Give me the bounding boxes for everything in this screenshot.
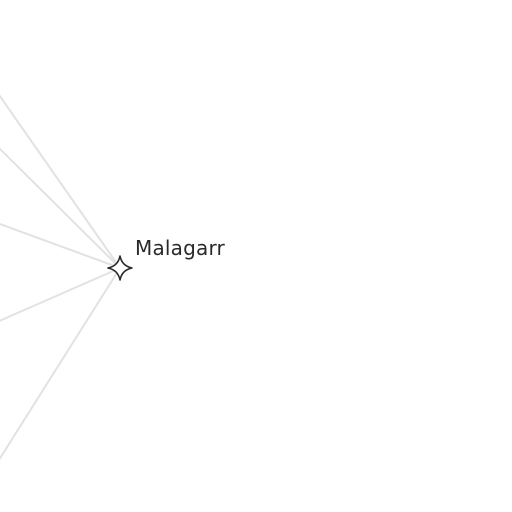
four-point-star-icon[interactable]	[107, 255, 133, 281]
edge	[0, 223, 121, 269]
edge	[0, 267, 121, 322]
edge	[0, 147, 121, 269]
edge	[0, 94, 121, 269]
edge	[0, 267, 121, 461]
node-label: Malagarr	[135, 236, 225, 260]
edges	[0, 94, 121, 461]
